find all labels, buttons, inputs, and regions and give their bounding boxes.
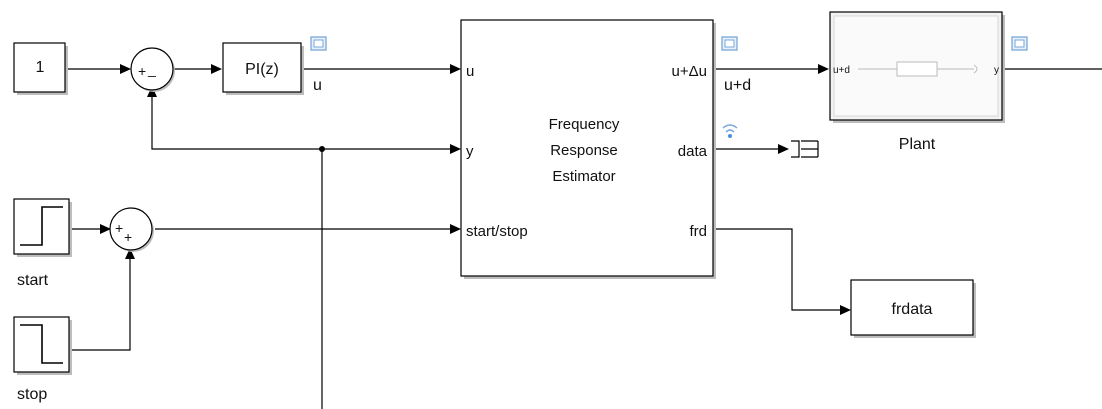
frequency-response-estimator-block[interactable]: u y start/stop u+Δu data frd Frequency R… [460, 19, 716, 279]
arrowhead [120, 64, 131, 74]
step-down-icon [20, 324, 63, 364]
branch-point [319, 146, 325, 152]
signal-viewer-icon[interactable] [721, 36, 738, 51]
arrowhead [211, 64, 222, 74]
plant-input-port: u+d [833, 65, 850, 76]
pi-controller-label: PI(z) [245, 61, 279, 78]
wire-frd-to-workspace[interactable] [713, 228, 842, 311]
pi-controller-block[interactable]: PI(z) [222, 42, 304, 95]
estimator-title-line1: Frequency [549, 116, 620, 133]
step-up-icon [20, 206, 63, 246]
arrowhead [778, 144, 789, 154]
signal-viewer-icon[interactable] [1011, 36, 1028, 51]
plant-output-port: y [994, 65, 999, 76]
to-workspace-block[interactable]: frdata [850, 279, 976, 338]
arrowhead [818, 64, 829, 74]
sum1-plus-sign: + [138, 63, 146, 79]
estimator-input-y: y [466, 143, 474, 160]
sum2-plus-sign: + [115, 220, 123, 236]
estimator-title-line3: Estimator [552, 168, 615, 185]
start-step-block[interactable]: start [13, 198, 72, 289]
signal-label-u: u [313, 77, 322, 94]
estimator-output-u-delta: u+Δu [672, 63, 707, 80]
arrowhead [450, 64, 461, 74]
stop-label: stop [17, 386, 47, 403]
estimator-output-frd: frd [689, 223, 707, 240]
constant-block[interactable]: 1 [13, 42, 68, 95]
plant-subsystem-block[interactable]: u+d y Plant [829, 11, 1005, 153]
signal-label-u-plus-d: u+d [724, 77, 751, 94]
wire-stop-to-sum[interactable] [72, 255, 131, 351]
estimator-output-data: data [678, 143, 708, 160]
constant-value: 1 [36, 59, 45, 76]
estimator-title-line2: Response [550, 142, 618, 159]
wire-feedback-y[interactable] [151, 93, 453, 150]
streaming-signal-icon[interactable] [722, 124, 738, 138]
sum-block-start-stop[interactable]: + + [109, 207, 154, 252]
sum2-plus-sign: + [124, 229, 132, 245]
arrowhead [840, 305, 851, 315]
arrowhead [450, 144, 461, 154]
start-label: start [17, 272, 49, 289]
estimator-input-u: u [466, 63, 474, 80]
sum-block-error[interactable]: + _ [130, 47, 175, 92]
plant-label: Plant [899, 136, 936, 153]
signal-viewer-icon[interactable] [310, 36, 327, 51]
estimator-input-start-stop: start/stop [466, 223, 528, 240]
to-workspace-label: frdata [892, 301, 933, 318]
arrowhead [125, 248, 135, 259]
signal-wires [66, 68, 1102, 409]
terminator-block[interactable] [791, 140, 819, 158]
sum1-minus-sign: _ [147, 61, 156, 77]
arrowhead [450, 224, 461, 234]
arrowhead [100, 224, 111, 234]
arrowheads [100, 64, 851, 315]
stop-step-block[interactable]: stop [13, 316, 72, 403]
